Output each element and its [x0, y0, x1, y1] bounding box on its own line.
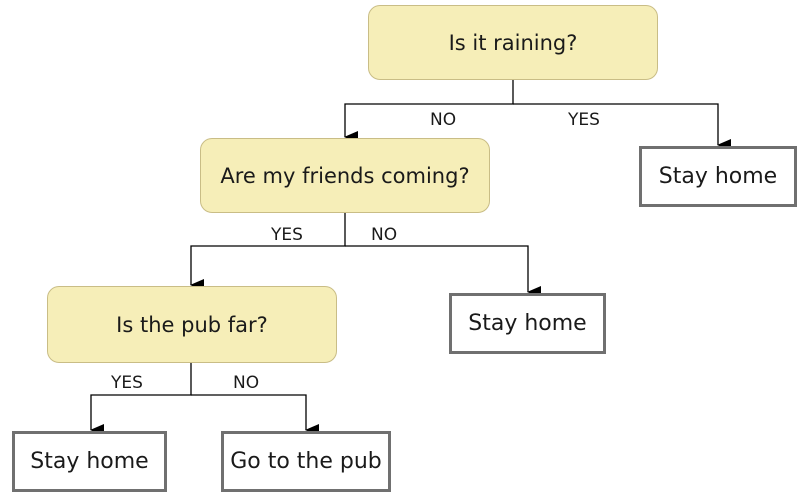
edge-label-friends-no: NO: [371, 225, 398, 245]
edge-label-pub-yes: YES: [111, 373, 143, 393]
outcome-stay-home-no-friends: Stay home: [449, 293, 606, 354]
decision-are-friends-coming: Are my friends coming?: [200, 138, 490, 213]
edge-label-friends-yes: YES: [271, 225, 303, 245]
edge-pub-yes: [90, 363, 192, 436]
decision-label: Are my friends coming?: [220, 163, 470, 188]
edge-raining-yes: [513, 103, 731, 151]
edge-raining-no: [344, 80, 514, 143]
outcome-label: Stay home: [30, 449, 149, 474]
outcome-label: Stay home: [468, 311, 587, 336]
outcome-label: Stay home: [658, 164, 778, 189]
decision-label: Is the pub far?: [116, 312, 268, 337]
edge-label-pub-no: NO: [233, 373, 260, 393]
edge-pub-no: [191, 394, 319, 436]
outcome-stay-home-pub-far: Stay home: [12, 431, 167, 492]
decision-label: Is it raining?: [448, 30, 578, 55]
decision-is-it-raining: Is it raining?: [368, 5, 658, 80]
edge-friends-no: [345, 245, 541, 298]
outcome-go-to-the-pub: Go to the pub: [221, 431, 391, 492]
outcome-label: Go to the pub: [230, 449, 382, 474]
edge-friends-yes: [190, 213, 346, 291]
edge-label-raining-no: NO: [430, 110, 457, 130]
decision-is-pub-far: Is the pub far?: [47, 286, 337, 363]
edge-label-raining-yes: YES: [568, 110, 600, 130]
outcome-stay-home-raining: Stay home: [639, 146, 797, 207]
